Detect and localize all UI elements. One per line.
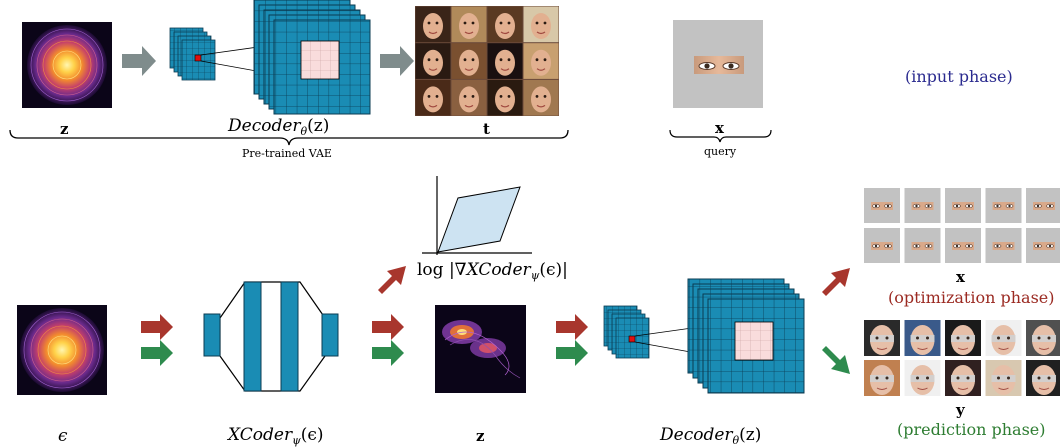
face-thumbnail bbox=[415, 79, 451, 116]
face-thumbnail bbox=[451, 43, 487, 79]
red-arrow-up-right bbox=[822, 268, 850, 296]
large-feature-stack-bottom bbox=[687, 278, 805, 394]
small-feature-stack-bottom bbox=[603, 305, 650, 359]
face-thumbnail bbox=[451, 6, 487, 43]
face-thumbnail bbox=[415, 6, 451, 43]
predicted-face-thumbnail bbox=[864, 320, 900, 356]
log-jacobian-label: log |∇XCoderψ(ϵ)| bbox=[417, 260, 568, 283]
eye-crop-thumbnail bbox=[904, 228, 941, 263]
red-arrow-3 bbox=[556, 314, 588, 340]
optimization-eye-grid bbox=[864, 188, 1060, 263]
face-thumbnail bbox=[415, 43, 451, 79]
x-label-bottom: x bbox=[956, 268, 965, 286]
eye-crop-thumbnail bbox=[864, 228, 900, 263]
z-label-bottom: z bbox=[476, 427, 485, 445]
t-label: t bbox=[483, 120, 490, 138]
decoder-bottom-label: Decoderθ(z) bbox=[660, 425, 762, 447]
z-latent-image-top bbox=[22, 22, 112, 108]
predicted-face-thumbnail bbox=[1026, 360, 1060, 396]
red-arrow-1 bbox=[141, 314, 173, 340]
eye-crop-thumbnail bbox=[1026, 228, 1060, 263]
predicted-face-thumbnail bbox=[945, 320, 981, 356]
query-label: query bbox=[704, 145, 737, 158]
green-arrow-2 bbox=[372, 340, 404, 366]
pretrained-vae-label: Pre-trained VAE bbox=[242, 147, 332, 160]
xcoder-network bbox=[203, 281, 339, 392]
face-thumbnail bbox=[487, 6, 523, 43]
eye-crop-thumbnail bbox=[904, 188, 941, 223]
input-phase-label: (input phase) bbox=[905, 67, 1013, 86]
gray-arrow-2 bbox=[380, 46, 414, 76]
face-thumbnail bbox=[487, 43, 523, 79]
green-arrow-3 bbox=[556, 340, 588, 366]
predicted-face-thumbnail bbox=[985, 320, 1022, 356]
predicted-face-thumbnail bbox=[945, 360, 981, 396]
optimization-phase-label: (optimization phase) bbox=[888, 288, 1055, 307]
brace-pretrained-vae bbox=[9, 129, 569, 146]
x-label-top: x bbox=[715, 119, 724, 137]
predicted-face-thumbnail bbox=[1026, 320, 1060, 356]
generated-faces-grid bbox=[415, 6, 559, 116]
eye-crop-thumbnail bbox=[985, 228, 1022, 263]
red-arrow-2 bbox=[372, 314, 404, 340]
face-thumbnail bbox=[523, 43, 559, 79]
prediction-face-grid bbox=[864, 320, 1060, 396]
large-feature-stack-top bbox=[253, 0, 371, 115]
face-thumbnail bbox=[451, 79, 487, 116]
brace-query bbox=[669, 129, 772, 143]
query-image bbox=[673, 20, 763, 108]
predicted-face-thumbnail bbox=[864, 360, 900, 396]
xcoder-label: XCoderψ(ϵ) bbox=[228, 425, 324, 447]
y-label: y bbox=[956, 401, 965, 419]
eye-crop-thumbnail bbox=[945, 228, 981, 263]
decoder-top-label: Decoderθ(z) bbox=[228, 116, 330, 139]
face-thumbnail bbox=[523, 79, 559, 116]
gray-arrow-1 bbox=[122, 46, 156, 76]
epsilon-latent-image bbox=[17, 305, 107, 395]
eye-crop-thumbnail bbox=[945, 188, 981, 223]
green-arrow-1 bbox=[141, 340, 173, 366]
predicted-face-thumbnail bbox=[904, 360, 941, 396]
green-arrow-down-right bbox=[822, 346, 850, 374]
eye-crop-thumbnail bbox=[985, 188, 1022, 223]
red-arrow-diagonal-up bbox=[378, 266, 406, 294]
predicted-face-thumbnail bbox=[904, 320, 941, 356]
small-feature-stack-top bbox=[169, 27, 216, 81]
jacobian-plot bbox=[422, 176, 532, 255]
eye-crop-thumbnail bbox=[1026, 188, 1060, 223]
predicted-face-thumbnail bbox=[985, 360, 1022, 396]
face-thumbnail bbox=[487, 79, 523, 116]
face-thumbnail bbox=[523, 6, 559, 43]
z-density-image bbox=[435, 305, 526, 393]
prediction-phase-label: (prediction phase) bbox=[897, 420, 1046, 439]
z-label-top: z bbox=[60, 120, 69, 138]
eye-crop-thumbnail bbox=[864, 188, 900, 223]
epsilon-label: ϵ bbox=[58, 426, 68, 446]
